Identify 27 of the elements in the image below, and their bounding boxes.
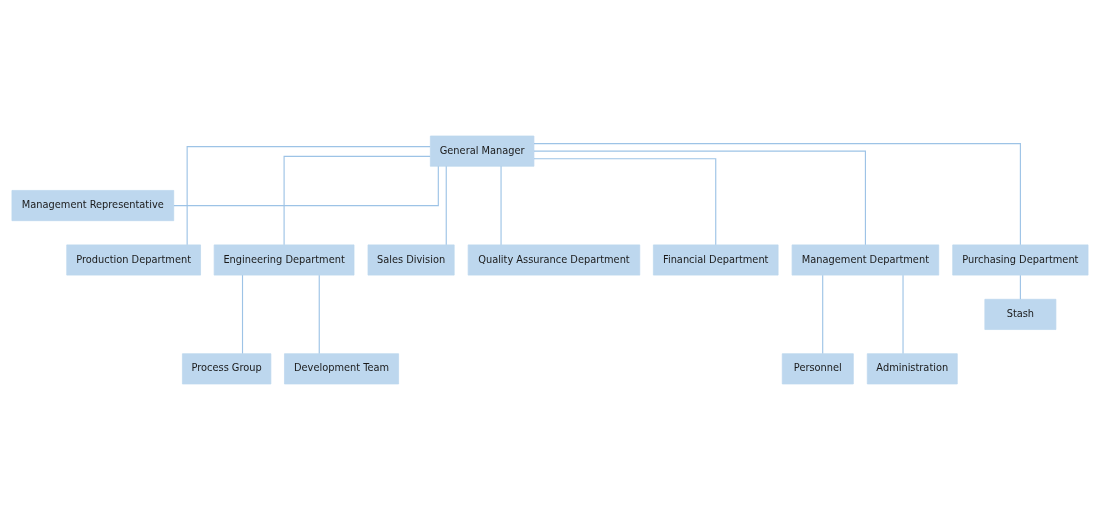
- node-box: General Manager: [430, 135, 535, 167]
- node-box: Management Representative: [11, 190, 175, 222]
- node-box: Financial Department: [653, 244, 779, 276]
- connector: [173, 165, 439, 207]
- connector: [533, 150, 866, 246]
- connector: [445, 165, 447, 246]
- node-box: Process Group: [182, 353, 272, 385]
- connector: [500, 165, 502, 246]
- node-box: Quality Assurance Department: [467, 244, 641, 276]
- node-box: Stash: [984, 298, 1057, 330]
- node-box: Development Team: [284, 353, 399, 385]
- node-box: Personnel: [781, 353, 854, 385]
- connector: [533, 158, 717, 246]
- connector: [241, 274, 244, 355]
- connector: [283, 155, 431, 246]
- connector: [533, 143, 1021, 246]
- node-box: Purchasing Department: [952, 244, 1089, 276]
- node-box: Sales Division: [367, 244, 455, 276]
- connector: [186, 146, 431, 246]
- connector: [822, 274, 824, 355]
- connector: [902, 274, 904, 355]
- node-box: Engineering Department: [213, 244, 355, 276]
- connector: [1019, 274, 1021, 300]
- node-box: Administration: [866, 353, 958, 385]
- connector: [318, 274, 320, 355]
- node-box: Management Department: [791, 244, 940, 276]
- node-box: Production Department: [66, 244, 201, 276]
